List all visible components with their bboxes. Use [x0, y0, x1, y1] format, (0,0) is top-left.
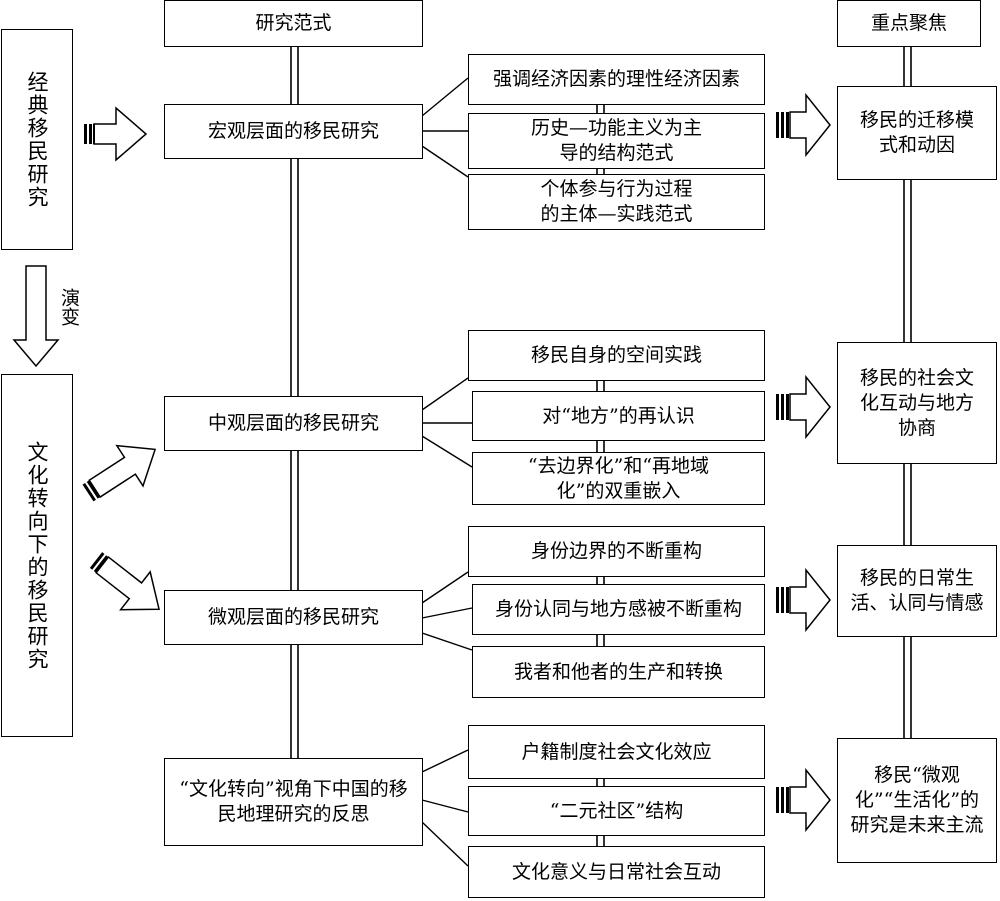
level-title: 宏观层面的移民研究: [207, 120, 379, 142]
item-box: 我者和他者的生产和转换: [472, 646, 765, 698]
item-label: 户籍制度社会文化效应: [521, 740, 712, 763]
item-box: 强调经济因素的理性经济因素: [468, 54, 765, 105]
item-box: 身份认同与地方感被不断重构: [472, 584, 765, 635]
focus-arrow-icon: [776, 92, 831, 833]
level-box-reflection: “文化转向”视角下中国的移民地理研究的反思: [164, 758, 423, 846]
item-box: 身份边界的不断重构: [468, 526, 765, 577]
focus-label: 移民的日常生活、认同与情感: [850, 567, 984, 614]
item-label: 强调经济因素的理性经济因素: [492, 68, 740, 90]
item-label: 历史—功能主义为主导的结构范式: [530, 117, 702, 164]
focus-label: 移民“微观化”“生活化”的研究是未来主流: [850, 764, 984, 836]
item-label: 文化意义与日常社会互动: [511, 860, 721, 883]
focus-header: 重点聚焦: [837, 0, 981, 47]
focus-box-macro: 移民的迁移模式和动因: [837, 86, 997, 180]
item-box: 个体参与行为过程的主体—实践范式: [468, 174, 765, 230]
level-title: “文化转向”视角下中国的移民地理研究的反思: [179, 778, 408, 825]
focus-label: 移民的社会文化互动与地方协商: [859, 366, 974, 439]
focus-box-reflection: 移民“微观化”“生活化”的研究是未来主流: [837, 738, 997, 863]
focus-header-label: 重点聚焦: [870, 12, 947, 34]
arrow-icon: [84, 106, 148, 162]
down-arrow-icon: [12, 265, 60, 368]
level-box-macro: 宏观层面的移民研究: [164, 104, 423, 159]
item-box: 历史—功能主义为主导的结构范式: [468, 113, 765, 169]
focus-box-meso: 移民的社会文化互动与地方协商: [837, 342, 997, 464]
diagonal-down-arrow-icon: [89, 552, 160, 611]
paradigm-header-label: 研究范式: [255, 12, 332, 34]
focus-box-micro: 移民的日常生活、认同与情感: [837, 545, 997, 637]
focus-label: 移民的迁移模式和动因: [859, 109, 974, 156]
item-label: 个体参与行为过程的主体—实践范式: [540, 178, 693, 225]
item-label: 身份边界的不断重构: [530, 540, 702, 562]
evolution-label: 演变: [58, 288, 80, 326]
item-label: 移民自身的空间实践: [530, 344, 702, 366]
classic-migration-label: 经典移民研究: [25, 70, 49, 209]
diagonal-up-arrow-icon: [82, 444, 157, 502]
level-box-meso: 中观层面的移民研究: [164, 396, 423, 451]
level-box-micro: 微观层面的移民研究: [164, 590, 423, 645]
item-label: 身份认同与地方感被不断重构: [494, 598, 742, 620]
item-box: “去边界化”和“再地域化”的双重嵌入: [472, 452, 765, 505]
level-title: 中观层面的移民研究: [207, 412, 379, 434]
item-label: 对“地方”的再认识: [542, 404, 695, 427]
cultural-turn-box: 文化转向下的移民研究: [1, 374, 73, 737]
item-label: “去边界化”和“再地域化”的双重嵌入: [527, 454, 710, 502]
level-title: 微观层面的移民研究: [207, 606, 379, 628]
paradigm-header: 研究范式: [164, 0, 423, 47]
item-box: “二元社区”结构: [468, 786, 765, 836]
item-box: 移民自身的空间实践: [468, 330, 765, 381]
item-label: 我者和他者的生产和转换: [513, 660, 723, 683]
item-box: 对“地方”的再认识: [472, 391, 765, 441]
cultural-turn-label: 文化转向下的移民研究: [25, 440, 49, 671]
item-label: “二元社区”结构: [549, 799, 684, 822]
item-box: 户籍制度社会文化效应: [468, 725, 765, 779]
item-box: 文化意义与日常社会互动: [468, 846, 765, 898]
classic-migration-box: 经典移民研究: [1, 29, 73, 250]
